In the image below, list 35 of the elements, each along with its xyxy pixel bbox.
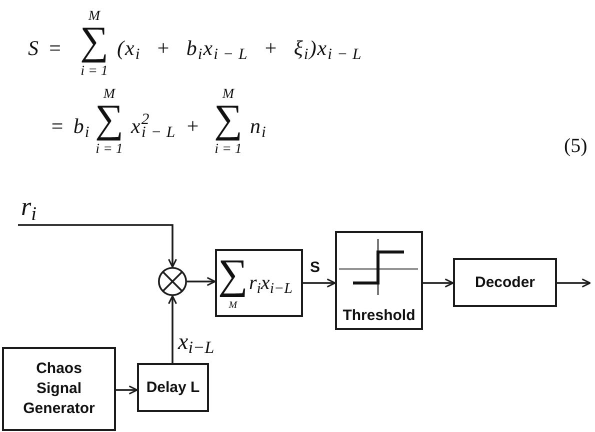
arrow [18, 224, 178, 268]
sum-limit: i = 1 [214, 143, 242, 157]
sum-limit: M [103, 88, 116, 102]
edge-label: x$_{i−L}$ [178, 330, 214, 353]
formula-text: r$_{i}$x$_{i−L}$ [248, 273, 292, 293]
arrow [557, 278, 591, 288]
arrow [303, 278, 336, 288]
sum-limit: i = 1 [96, 143, 123, 157]
box-label: Decoder [474, 272, 536, 292]
multiplier-symbol [158, 267, 187, 296]
equation-text: (x$_{i}$ + b$_{i}$x$_{i − L}$ + ξ$_{i}$)x$_{i − L}$ [117, 35, 362, 62]
process-box [137, 363, 209, 412]
equation-number: (5) [564, 136, 588, 156]
process-box [335, 231, 423, 330]
equation-text: n$_{i}$ [250, 113, 267, 140]
arrow [168, 295, 178, 363]
edge-label: S [310, 260, 320, 275]
process-box [215, 249, 303, 317]
box-label: Threshold [342, 306, 416, 326]
process-box [2, 347, 116, 431]
sum-limit: M [88, 10, 100, 24]
arrow [116, 385, 138, 395]
arrow [187, 276, 216, 286]
edge-label: r$_{i}$ [21, 194, 37, 220]
box-label: Delay L [146, 378, 200, 398]
equation-text: x$^{2}$$_{i − L}$ + [131, 110, 201, 140]
process-box [453, 258, 557, 307]
sum-limit: M [228, 300, 238, 311]
sum-limit: M [222, 88, 234, 102]
summation-sign: ∑ [218, 251, 248, 300]
sum-limit: i = 1 [80, 65, 108, 79]
arrow [423, 278, 454, 288]
box-label: Chaos Signal Generator [22, 359, 96, 419]
equation-text: S = [28, 35, 63, 62]
equation-text: = b$_{i}$ [50, 113, 90, 140]
